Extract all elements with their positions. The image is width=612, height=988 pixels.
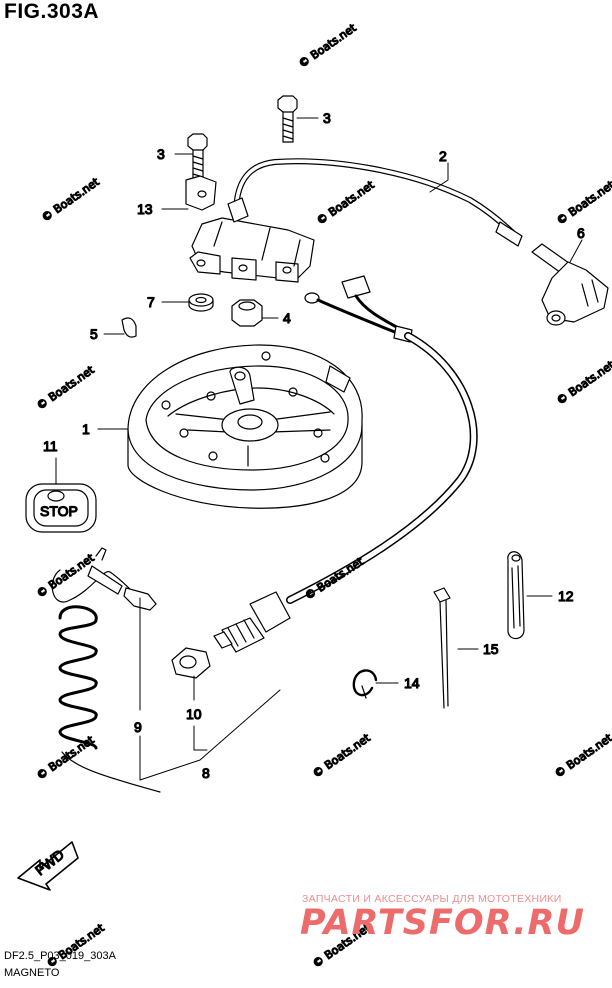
circlip: [352, 669, 378, 699]
stop-label: STOP: [40, 503, 78, 519]
callout-7: 7: [147, 294, 155, 310]
brand-tagline: ЗАПЧАСТИ И АКСЕССУАРЫ ДЛЯ МОТОТЕХНИКИ: [302, 893, 562, 905]
watermark: © Boats.net: [552, 731, 612, 781]
watermark: © Boats.net: [39, 175, 102, 225]
callout-9: 9: [134, 719, 142, 735]
woodruff-key: [121, 317, 137, 338]
watermark: © Boats.net: [554, 358, 612, 408]
callout-5: 5: [90, 326, 98, 342]
figure-name: MAGNETO: [4, 967, 60, 979]
coil-bracket: [185, 175, 217, 211]
cable-tie: [433, 587, 451, 709]
watermark: © Boats.net: [34, 733, 97, 783]
figure-code: DF2.5_P03_019_303A: [4, 950, 116, 962]
stop-button: STOP: [25, 483, 97, 533]
callout-14: 14: [404, 675, 420, 691]
figure-title: FIG.303A: [4, 0, 100, 23]
callout-3-upper: 3: [323, 110, 331, 126]
spark-plug-cap: [531, 243, 609, 326]
watermark: © Boats.net: [296, 21, 359, 71]
watermark: © Boats.net: [554, 178, 612, 228]
watermark: © Boats.net: [303, 555, 367, 603]
bolt-upper: [277, 95, 298, 143]
washer: [188, 293, 214, 312]
callout-12: 12: [558, 588, 574, 604]
watermark: © Boats.net: [310, 731, 373, 781]
brand-logo: PARTSFOR.RU: [300, 903, 585, 943]
callout-numbers: 3 3 2 13 6 7 4 5 1 11 12 15 14 9 10 8: [42, 109, 585, 781]
callout-11: 11: [43, 438, 58, 454]
watermark: © Boats.net: [314, 178, 377, 228]
callout-4: 4: [283, 310, 291, 326]
switch-nut: [171, 647, 211, 679]
fwd-arrow: FWD: [17, 841, 79, 891]
ignition-coil: [189, 217, 315, 283]
callout-13: 13: [137, 201, 153, 217]
callout-15: 15: [483, 641, 499, 657]
bolt-lower: [187, 133, 208, 183]
flywheel: [127, 344, 363, 509]
high-tension-cord: [227, 158, 523, 247]
callout-1: 1: [82, 421, 90, 437]
leader-lines: [55, 117, 583, 781]
watermark: © Boats.net: [34, 363, 97, 413]
callout-6: 6: [577, 225, 585, 241]
callout-3-lower: 3: [157, 146, 165, 162]
callout-2: 2: [439, 148, 447, 164]
watermark: © Boats.net: [44, 921, 107, 971]
callout-8: 8: [202, 765, 210, 781]
wire-clamp: [507, 551, 525, 640]
callout-10: 10: [186, 706, 202, 722]
flywheel-nut: [231, 299, 263, 327]
stop-switch: [213, 591, 291, 653]
